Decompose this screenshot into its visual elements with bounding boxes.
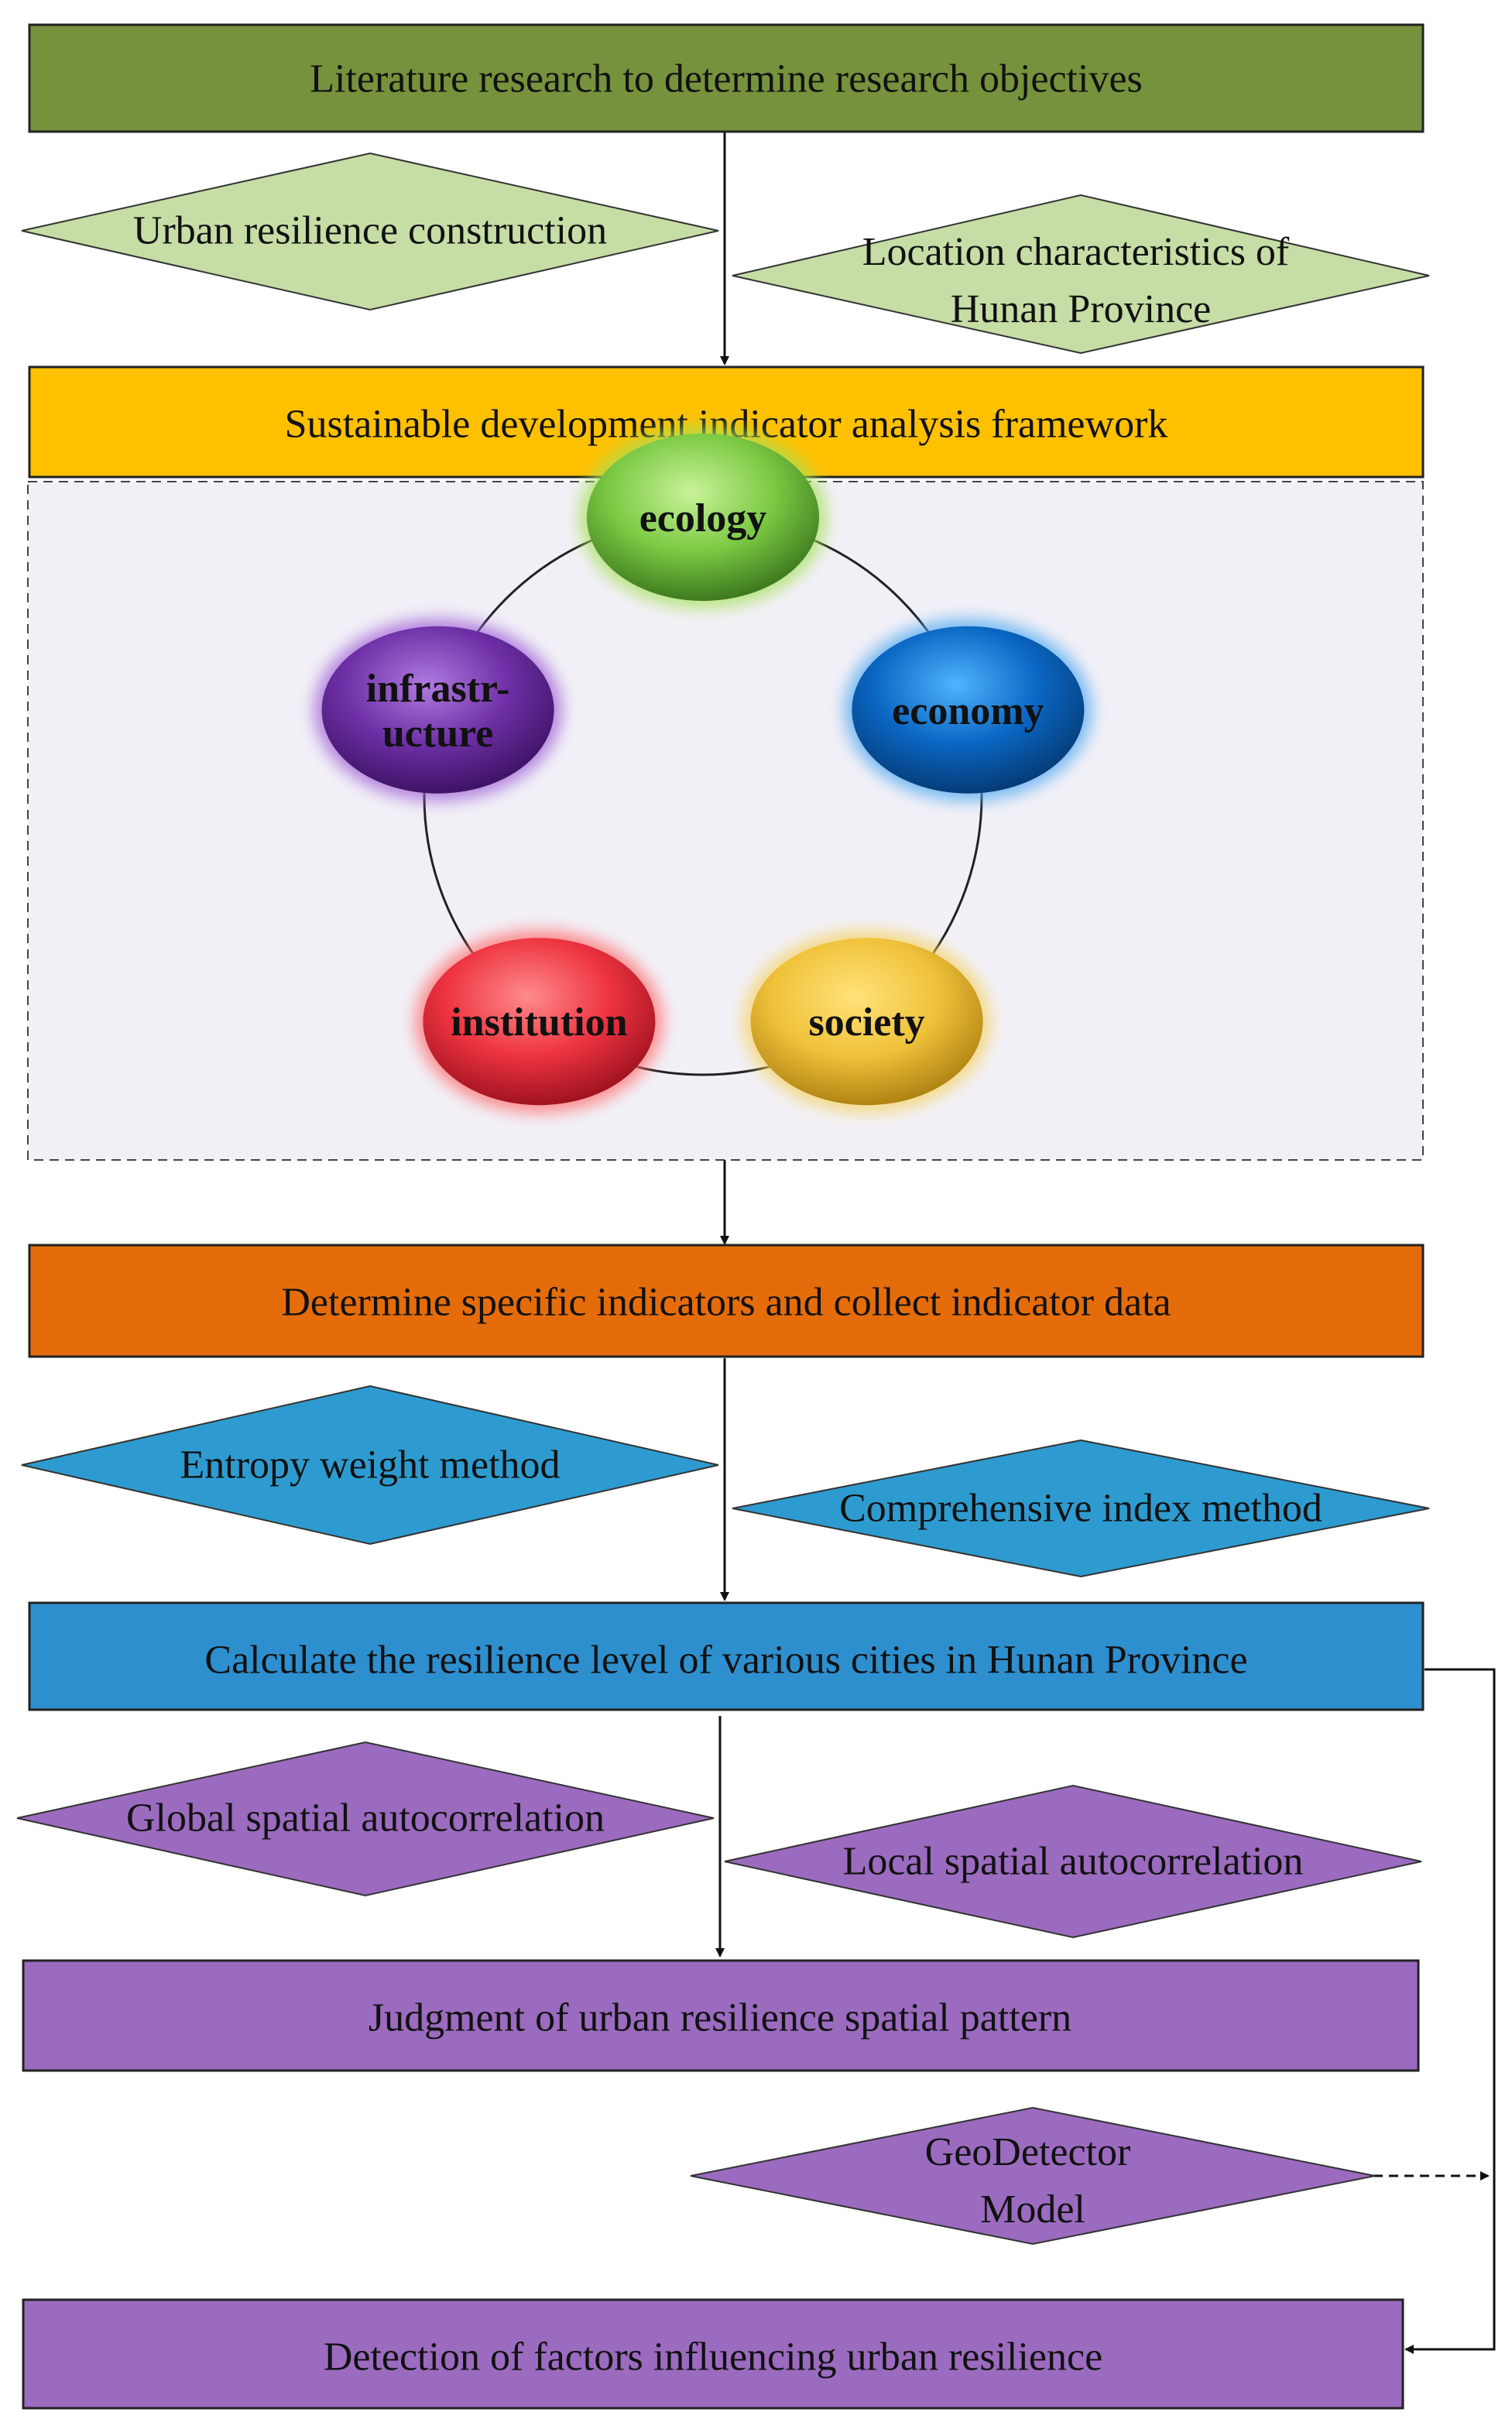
dimension-economy-line: economy (892, 689, 1044, 733)
dimension-institution-line: institution (451, 1000, 627, 1045)
step-detection-factors-label: Detection of factors influencing urban r… (324, 2335, 1102, 2380)
dimension-infrastructure: infrastr-ucture (314, 618, 562, 801)
input-global-autocorrelation (16, 1741, 715, 1897)
input-global-autocorrelation-label: Global spatial autocorrelation (126, 1796, 605, 1841)
blue-sphere-icon (852, 626, 1085, 794)
input-location-line1: Location characteristics of (862, 230, 1290, 274)
dimension-society-label: society (809, 1000, 925, 1045)
input-comprehensive-index (732, 1439, 1430, 1578)
green-sphere-icon (587, 434, 819, 601)
dimension-ecology: ecology (579, 426, 827, 609)
step-indicators-label: Determine specific indicators and collec… (281, 1281, 1171, 1325)
input-geodetector-label: GeoDetector Model (925, 2130, 1141, 2232)
step-calculate-resilience-label: Calculate the resilience level of variou… (204, 1638, 1247, 1683)
step-literature-research-label: Literature research to determine researc… (310, 57, 1143, 101)
step-indicators (28, 1244, 1425, 1358)
step-literature-research (28, 23, 1425, 133)
yellow-sphere-icon (750, 938, 983, 1106)
dimension-society: society (742, 930, 991, 1113)
input-entropy-weight-label: Entropy weight method (180, 1443, 560, 1487)
step-detection-factors (22, 2298, 1404, 2410)
input-geodetector (690, 2106, 1376, 2246)
input-urban-resilience-construction-label: Urban resilience construction (133, 209, 607, 253)
dimension-infrastructure-label: infrastr-ucture (366, 667, 510, 756)
dimension-infrastructure-line: ucture (382, 712, 493, 756)
step-spatial-pattern-label: Judgment of urban resilience spatial pat… (369, 1996, 1071, 2040)
dimension-society-line: society (809, 1000, 925, 1045)
input-local-autocorrelation-label: Local spatial autocorrelation (843, 1840, 1304, 1884)
dimension-economy-label: economy (892, 689, 1044, 733)
input-location-line2: Hunan Province (951, 287, 1211, 331)
flow-arrows (715, 132, 1496, 2354)
dimension-institution: institution (415, 930, 663, 1113)
input-geodetector-line1: GeoDetector (925, 2130, 1131, 2174)
step-spatial-pattern (22, 1959, 1420, 2072)
dimension-ecology-label: ecology (639, 496, 767, 540)
red-sphere-icon (423, 938, 656, 1106)
input-geodetector-line2: Model (980, 2187, 1085, 2232)
purple-sphere-icon (321, 626, 554, 794)
step-calculate-resilience (28, 1601, 1425, 1711)
input-entropy-weight (21, 1384, 719, 1546)
dimension-ecology-line: ecology (639, 496, 767, 540)
framework-ring: ecology economy society institution infrastr… (314, 426, 1092, 1113)
dimension-economy: economy (844, 618, 1092, 801)
input-urban-resilience-construction (21, 152, 719, 311)
input-comprehensive-index-label: Comprehensive index method (839, 1487, 1322, 1531)
input-location-characteristics (732, 194, 1430, 355)
input-location-characteristics-label: Location characteristics of Hunan Provin… (862, 230, 1300, 331)
dimension-institution-label: institution (451, 1000, 627, 1045)
input-local-autocorrelation (724, 1784, 1422, 1939)
dimension-infrastructure-line: infrastr- (366, 667, 510, 711)
